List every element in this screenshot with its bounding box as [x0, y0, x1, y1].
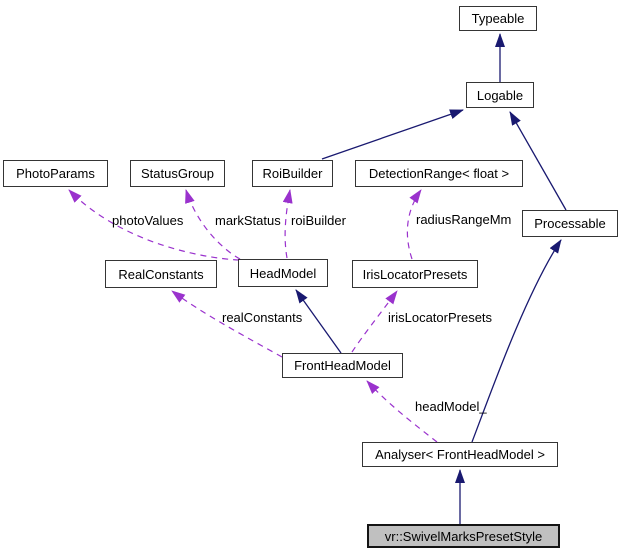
- edge-frontheadmodel-headmodel: [295, 289, 342, 354]
- edge-label-radiusrangemm: radiusRangeMm: [416, 212, 512, 227]
- edge-frontheadmodel-irislocatorpresets: [351, 290, 398, 353]
- edge-headmodel-statusgroup: [185, 189, 241, 260]
- edge-analyser-frontheadmodel: [366, 380, 438, 443]
- edge-label-irislocatorpresets: irisLocatorPresets: [388, 310, 493, 325]
- node-swivelmarkspresetstyle-selected: vr::SwivelMarksPresetStyle: [367, 524, 560, 548]
- node-statusgroup[interactable]: StatusGroup: [130, 160, 225, 187]
- edge-headmodel-roibuilder: [282, 189, 293, 259]
- node-analyser-frontheadmodel[interactable]: Analyser< FrontHeadModel >: [362, 442, 558, 467]
- node-typeable[interactable]: Typeable: [459, 6, 537, 31]
- node-irislocatorpresets[interactable]: IrisLocatorPresets: [352, 260, 478, 288]
- node-photoparams[interactable]: PhotoParams: [3, 160, 108, 187]
- edge-label-markstatus: markStatus: [215, 213, 281, 228]
- node-frontheadmodel[interactable]: FrontHeadModel: [282, 353, 403, 378]
- edge-label-roibuilder: roiBuilder: [291, 213, 346, 228]
- node-logable[interactable]: Logable: [466, 82, 534, 108]
- node-processable[interactable]: Processable: [522, 210, 618, 237]
- edge-analyser-processable: [471, 239, 562, 443]
- edge-roibuilder-logable: [321, 109, 464, 160]
- node-roibuilder[interactable]: RoiBuilder: [252, 160, 333, 187]
- node-headmodel[interactable]: HeadModel: [238, 259, 328, 287]
- edge-label-photovalues: photoValues: [112, 213, 184, 228]
- edge-processable-logable: [509, 111, 567, 211]
- edge-headmodel-photoparams: [68, 189, 240, 261]
- edge-frontheadmodel-realconstants: [171, 290, 283, 358]
- node-detectionrange-float[interactable]: DetectionRange< float >: [355, 160, 523, 187]
- node-realconstants[interactable]: RealConstants: [105, 260, 217, 288]
- edge-label-realconstants: realConstants: [222, 310, 303, 325]
- edge-irislocatorpresets-detectionrange: [406, 189, 422, 260]
- edge-label-headmodel: headModel_: [415, 399, 487, 414]
